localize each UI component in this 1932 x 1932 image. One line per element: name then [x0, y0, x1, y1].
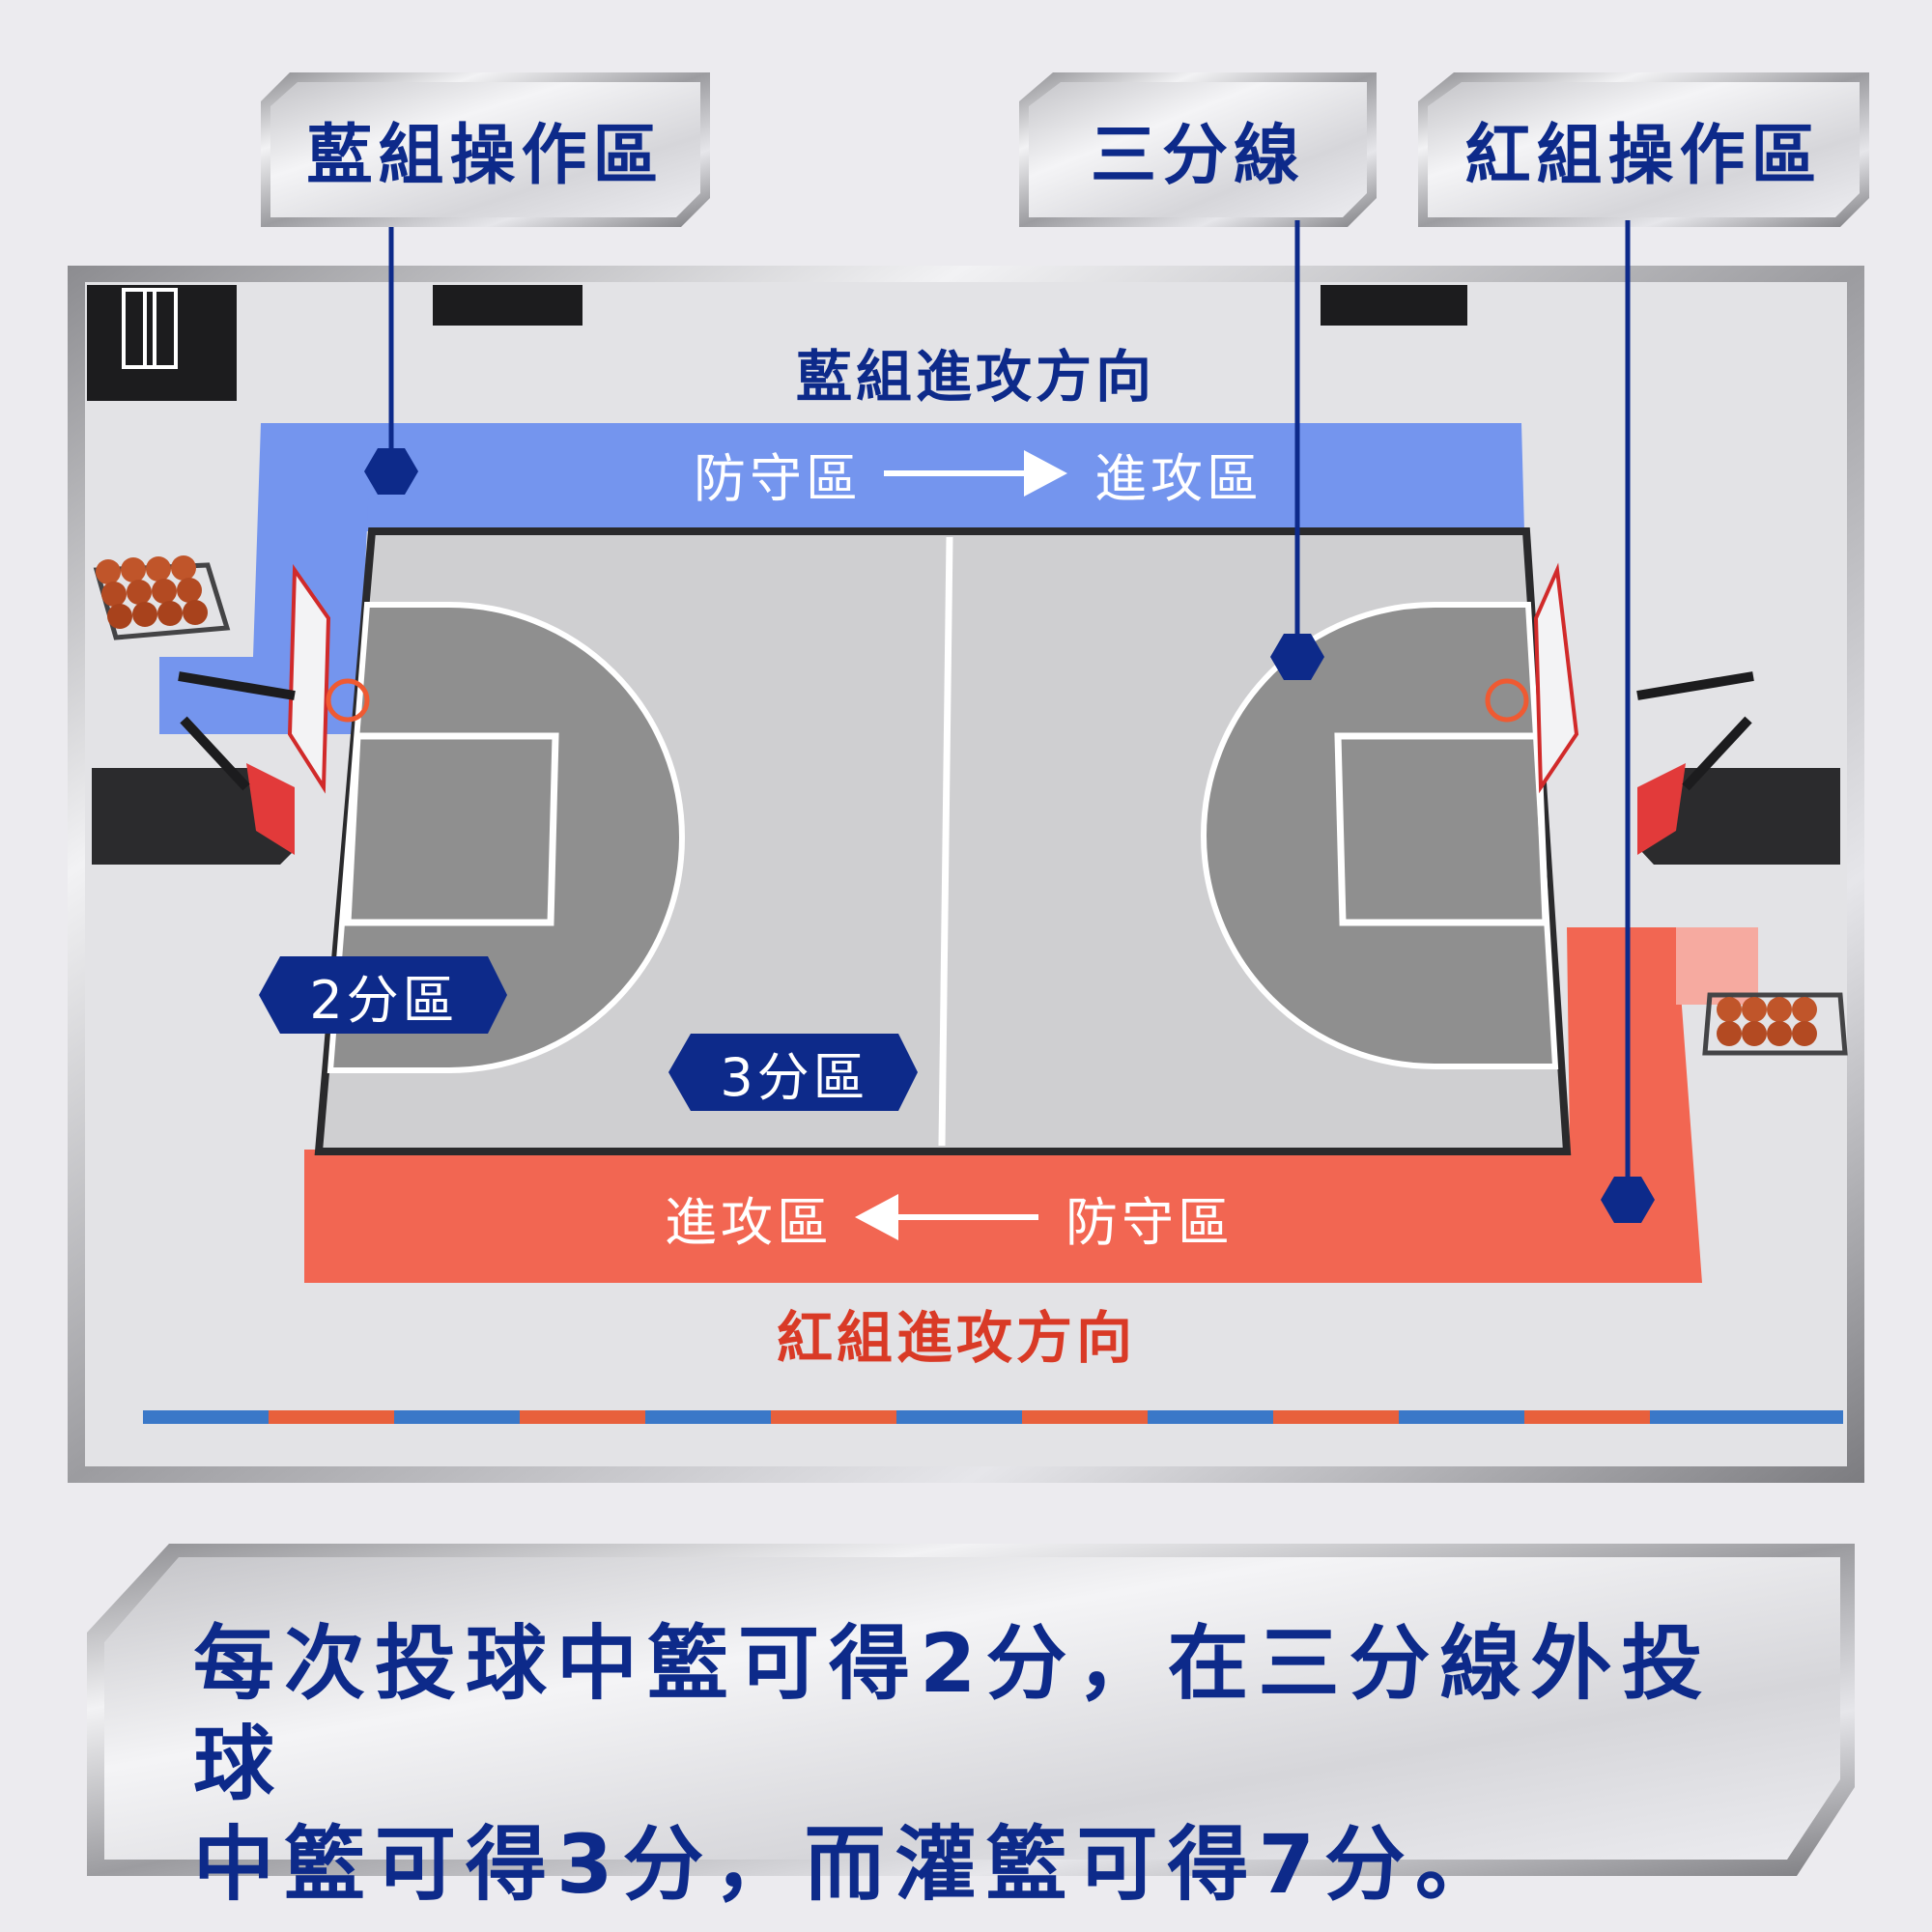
label-red-zone: 紅組操作區	[1464, 118, 1823, 194]
left-three-point-arc	[327, 602, 685, 1073]
half-court-line	[938, 536, 953, 1147]
right-key	[1334, 732, 1549, 926]
red-direction-arrow	[855, 1194, 1038, 1240]
blue-direction-arrow	[884, 450, 1067, 497]
sponsor-banner	[143, 1410, 1843, 1424]
label-plate-red-zone	[1418, 72, 1869, 227]
pointer-three-point	[1270, 220, 1324, 680]
blue-attack-direction: 藍組進攻方向	[795, 344, 1155, 410]
red-attack-direction: 紅組進攻方向	[776, 1305, 1136, 1371]
red-band-side	[1676, 927, 1758, 1005]
label-plate-three-point	[1019, 72, 1377, 227]
label-three-point-line: 三分線	[1090, 118, 1305, 194]
blue-offense-zone-label: 進攻區	[1094, 447, 1263, 509]
red-offense-zone-label: 進攻區	[665, 1191, 833, 1253]
note-plate	[87, 1544, 1855, 1876]
chairs	[122, 288, 178, 369]
backdrop-center-left	[433, 285, 582, 326]
backdrop-left	[87, 285, 237, 401]
three-point-zone-label: 3分區	[720, 1046, 869, 1108]
right-three-point-arc	[1201, 602, 1559, 1069]
scoring-note: 每次投球中籃可得2分，在三分線外投球 中籃可得3分，而灌籃可得7分。	[193, 1613, 1777, 1915]
label-plate-blue-zone	[261, 72, 710, 227]
left-key	[344, 732, 559, 926]
blue-defense-zone-label: 防守區	[694, 447, 862, 509]
two-point-pill	[259, 956, 507, 1034]
scoring-note-line-1: 每次投球中籃可得2分，在三分線外投球	[193, 1616, 1713, 1811]
backdrop-center-right	[1321, 285, 1467, 326]
pointer-blue-zone	[364, 227, 418, 495]
red-band	[304, 927, 1702, 1283]
two-point-zone-label: 2分區	[309, 969, 459, 1031]
blue-band	[261, 423, 1524, 531]
ball-rack-right	[1702, 992, 1848, 1056]
scoring-note-line-2: 中籃可得3分，而灌籃可得7分。	[193, 1817, 1506, 1912]
three-point-pill	[668, 1034, 918, 1111]
red-defense-zone-label: 防守區	[1065, 1191, 1234, 1253]
ball-rack-left	[93, 555, 231, 640]
left-hoop	[92, 563, 370, 865]
right-hoop	[1485, 562, 1840, 865]
pointer-red-zone	[1601, 220, 1655, 1223]
label-blue-zone: 藍組操作區	[306, 118, 665, 194]
